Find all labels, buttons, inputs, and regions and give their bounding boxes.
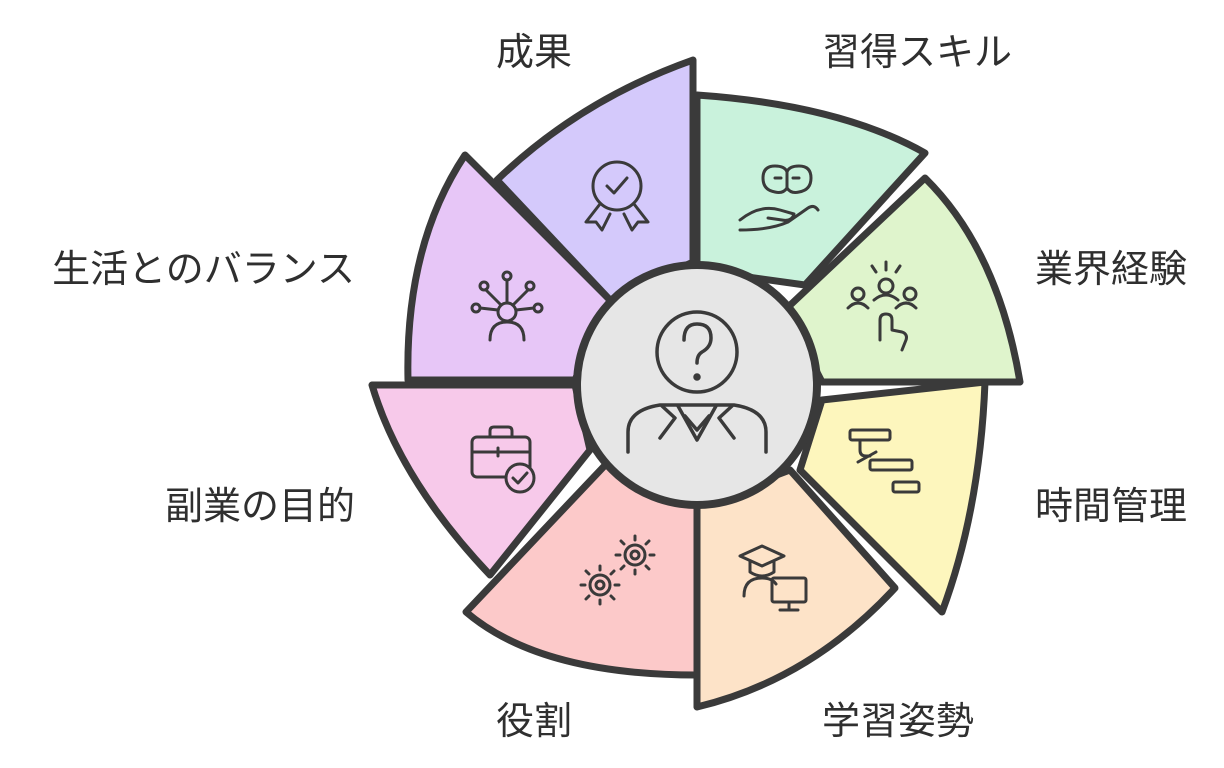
briefcase-check-icon <box>470 425 536 494</box>
segment-wedge-balance <box>404 151 614 384</box>
segment-wedge-learning <box>693 466 899 711</box>
label-skill: 習得スキル <box>822 30 1012 74</box>
label-industry: 業界経験 <box>1035 247 1187 291</box>
label-time: 時間管理 <box>1035 484 1187 528</box>
brain-hand-icon <box>738 164 820 232</box>
label-outcome: 成果 <box>496 30 572 74</box>
segment-wedge-industry <box>781 174 1024 386</box>
segment-wedge-skill <box>693 91 929 289</box>
segment-wedges <box>368 56 1024 711</box>
label-purpose: 副業の目的 <box>165 484 355 528</box>
person-question-icon <box>626 310 768 454</box>
award-badge-icon <box>584 160 650 232</box>
segment-wedge-role <box>462 456 701 679</box>
segment-wedge-purpose <box>368 381 594 579</box>
gantt-icon <box>848 428 921 494</box>
gears-icon <box>579 534 656 606</box>
team-pointer-icon <box>846 260 918 352</box>
graduate-computer-icon <box>738 544 808 612</box>
label-role: 役割 <box>496 699 572 743</box>
segment-labels: 習得スキル 業界経験 時間管理 学習姿勢 役割 副業の目的 生活とのバランス 成… <box>52 30 1187 743</box>
label-balance: 生活とのバランス <box>52 247 355 291</box>
label-learning: 学習姿勢 <box>822 699 974 743</box>
person-network-icon <box>470 270 544 342</box>
center-hub <box>573 261 821 509</box>
segment-wedge-time <box>796 378 989 616</box>
